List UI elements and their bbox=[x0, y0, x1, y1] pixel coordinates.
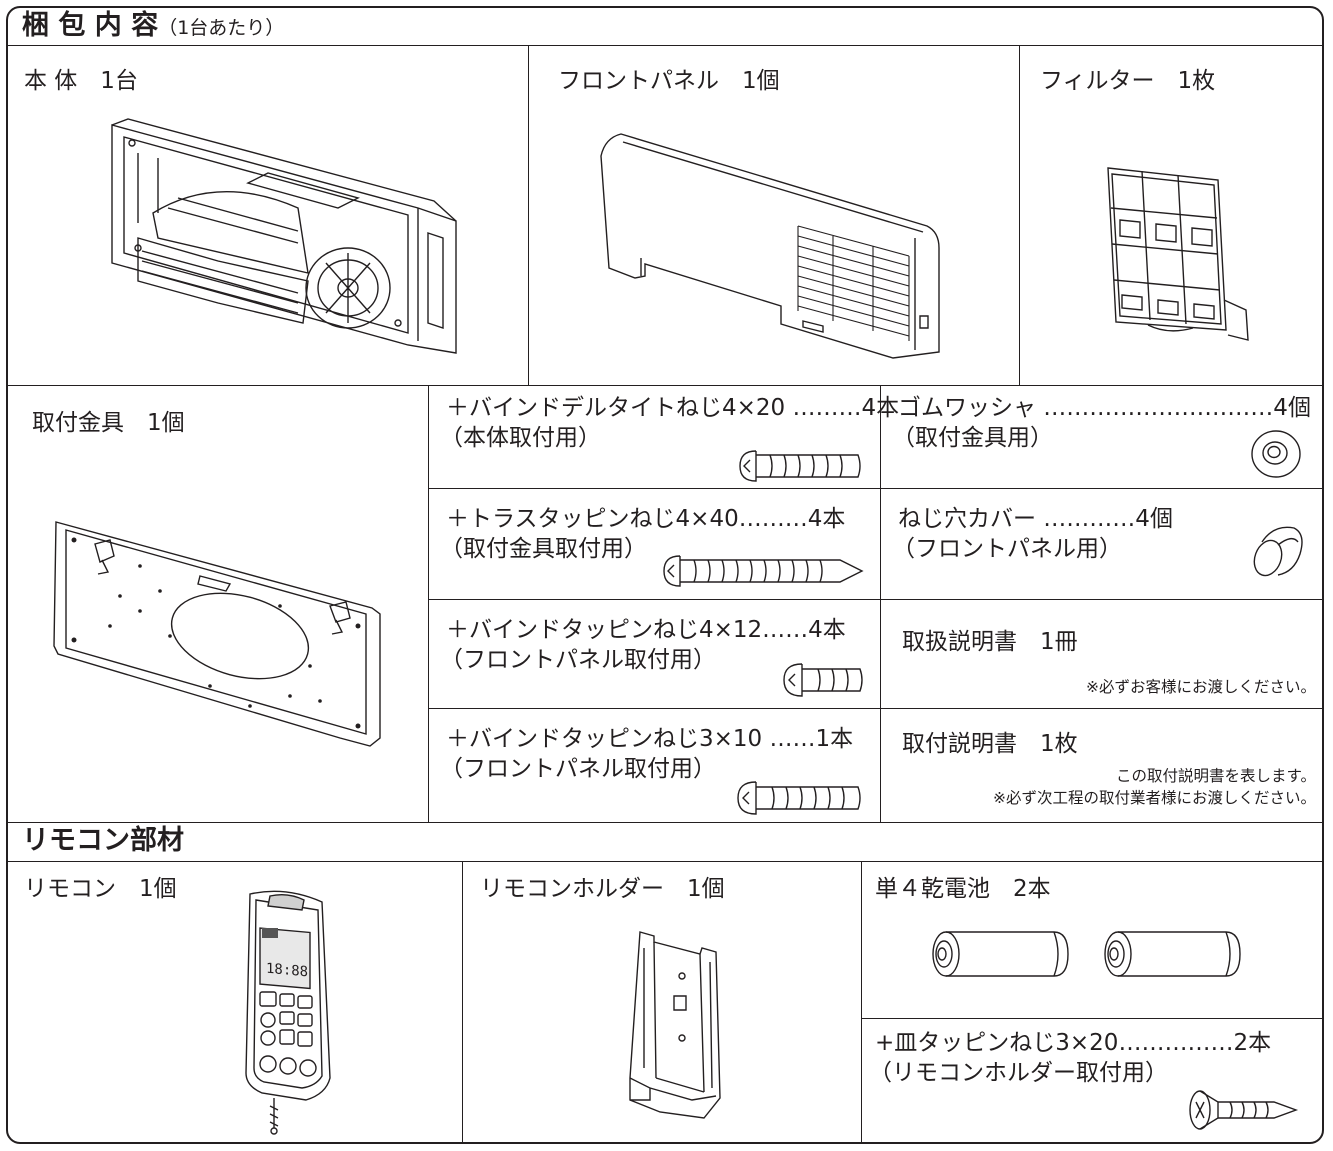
divider bbox=[8, 45, 1322, 46]
screw-a-note: （本体取付用） bbox=[440, 425, 601, 451]
divider bbox=[8, 861, 1322, 862]
install-note-2: ※必ず次工程の取付業者様にお渡しください。 bbox=[993, 789, 1316, 807]
svg-text:18:88: 18:88 bbox=[266, 961, 308, 981]
screw-b-note: （取付金具取付用） bbox=[440, 536, 647, 562]
screw-c-label: ＋バインドタッピンねじ4×12……4本 bbox=[446, 617, 846, 643]
divider bbox=[428, 599, 1322, 600]
install-manual-label: 取付説明書 1枚 bbox=[902, 731, 1078, 757]
screw-d-note: （フロントパネル取付用） bbox=[440, 756, 716, 782]
divider bbox=[528, 45, 529, 385]
cover-label: ねじ穴カバー …………4個 bbox=[898, 506, 1173, 532]
battery-label: 単４乾電池 2本 bbox=[875, 876, 1051, 902]
screw-icon bbox=[734, 780, 864, 816]
packing-title: 梱 包 内 容 bbox=[22, 10, 159, 41]
screw-b-label: ＋トラスタッピンねじ4×40………4本 bbox=[446, 506, 846, 532]
holder-label: リモコンホルダー 1個 bbox=[480, 876, 725, 902]
divider bbox=[861, 1018, 1322, 1019]
packing-list-frame: 梱 包 内 容（1台あたり） 本 体 1台 フロントパネル 1個 フィルター 1… bbox=[6, 6, 1324, 1144]
divider bbox=[861, 861, 862, 1142]
bracket-illustration bbox=[50, 516, 390, 751]
screw-icon bbox=[1186, 1088, 1298, 1132]
battery-icon bbox=[926, 928, 1072, 980]
filter-illustration bbox=[1098, 160, 1258, 345]
battery-icon bbox=[1098, 928, 1244, 980]
divider bbox=[880, 385, 881, 822]
screw-e-label: +皿タッピンねじ3×20……………2本 bbox=[875, 1030, 1272, 1056]
manual-label: 取扱説明書 1冊 bbox=[902, 629, 1078, 655]
divider bbox=[8, 822, 1322, 823]
cap-icon bbox=[1248, 520, 1308, 580]
front-panel-illustration bbox=[593, 126, 953, 366]
front-panel-label: フロントパネル 1個 bbox=[558, 68, 780, 94]
screw-d-label: ＋バインドタッピンねじ3×10 ……1本 bbox=[446, 726, 854, 752]
divider bbox=[428, 385, 429, 822]
divider bbox=[1019, 45, 1020, 385]
main-unit-label: 本 体 1台 bbox=[24, 68, 138, 94]
divider bbox=[428, 708, 1322, 709]
divider bbox=[462, 861, 463, 1142]
filter-label: フィルター 1枚 bbox=[1040, 68, 1216, 94]
divider bbox=[428, 488, 1322, 489]
packing-subtitle: （1台あたり） bbox=[158, 17, 285, 39]
screw-icon bbox=[660, 554, 864, 588]
remote-section-title: リモコン部材 bbox=[22, 825, 184, 856]
holder-illustration bbox=[620, 928, 730, 1128]
screw-icon bbox=[780, 662, 864, 698]
install-note-1: この取付説明書を表します。 bbox=[1116, 767, 1316, 785]
section-title: 梱 包 内 容（1台あたり） bbox=[22, 10, 284, 41]
washer-note: （取付金具用） bbox=[892, 425, 1053, 451]
screw-icon bbox=[736, 449, 862, 483]
washer-label: ゴムワッシャ …………………………4個 bbox=[898, 395, 1311, 421]
manual-note: ※必ずお客様にお渡しください。 bbox=[1086, 678, 1316, 696]
washer-icon bbox=[1248, 428, 1304, 480]
screw-e-note: （リモコンホルダー取付用） bbox=[869, 1060, 1168, 1086]
screw-c-note: （フロントパネル取付用） bbox=[440, 647, 716, 673]
remote-illustration: 18:88 bbox=[236, 888, 336, 1136]
bracket-label: 取付金具 1個 bbox=[32, 410, 185, 436]
screw-a-label: ＋バインドデルタイトねじ4×20 ………4本 bbox=[446, 395, 900, 421]
cover-note: （フロントパネル用） bbox=[892, 536, 1122, 562]
remote-label: リモコン 1個 bbox=[24, 876, 177, 902]
main-unit-illustration bbox=[98, 113, 468, 363]
divider bbox=[8, 385, 1322, 386]
